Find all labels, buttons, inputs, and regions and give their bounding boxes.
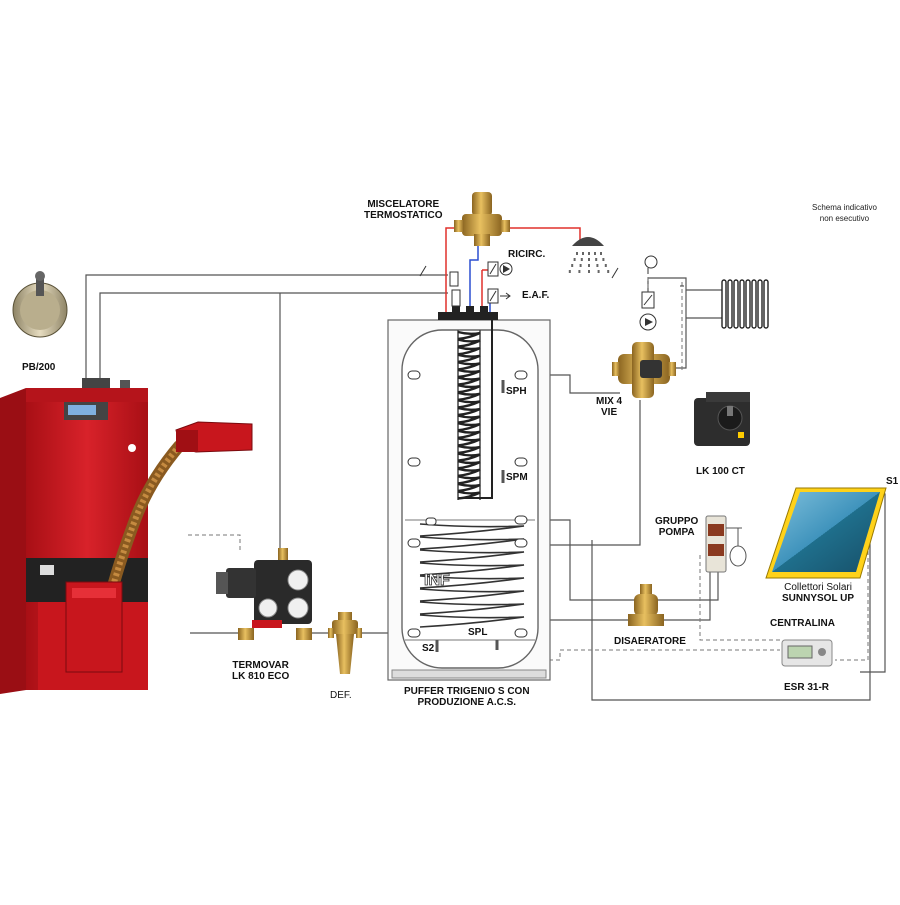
solar-coil-turn	[419, 601, 525, 615]
coil-turn	[457, 346, 481, 356]
s2-label: S2	[422, 643, 435, 654]
shower-drop	[588, 252, 590, 255]
recirc-group	[487, 261, 513, 304]
coil-turn	[457, 467, 481, 477]
radiator-icon	[721, 279, 769, 329]
pb200-label: PB/200	[22, 362, 56, 373]
acs-lines	[445, 227, 581, 315]
valve-icon	[612, 342, 676, 398]
ricirc-label: RICIRC.	[508, 249, 546, 260]
sph-label: SPH	[506, 386, 527, 397]
solar-coil-turn	[419, 562, 525, 576]
miscelatore-label: MISCELATORE TERMOSTATICO	[364, 199, 443, 221]
puffer-label: PUFFER TRIGENIO S CON PRODUZIONE A.C.S.	[404, 686, 530, 708]
esr-label: ESR 31-R	[784, 682, 830, 693]
coil-turn	[457, 406, 481, 417]
inf-label: INF	[424, 572, 450, 589]
disaeratore-label: DISAERATORE	[614, 636, 686, 647]
spm-label: SPM	[506, 472, 528, 483]
shower-icon	[568, 237, 610, 273]
coil-turn	[457, 353, 481, 363]
disclaimer-note: Schema indicativo non esecutivo	[812, 203, 877, 223]
radiator-fin	[733, 279, 739, 329]
shower-drop	[602, 258, 605, 261]
coil-turn	[457, 482, 481, 493]
shower-drop	[595, 258, 598, 261]
coil-turn	[457, 452, 481, 462]
pellet-burner-icon	[65, 421, 253, 673]
coil-turn	[457, 414, 481, 424]
shower-drop	[588, 270, 590, 273]
air-separator-icon	[628, 584, 664, 626]
shower-drop	[607, 270, 610, 273]
coil-turn	[457, 338, 481, 348]
controller-icon	[781, 639, 833, 667]
solar-coil-turn	[419, 549, 525, 563]
acs-coil	[457, 320, 493, 500]
shower-drop	[588, 264, 590, 267]
coil-turn	[457, 368, 481, 379]
coil-turn	[457, 475, 481, 485]
coil-turn	[457, 460, 481, 470]
radiator-fin	[721, 279, 727, 329]
gruppo-pompa-label: GRUPPO POMPA	[655, 516, 699, 538]
solar-coil-turn	[419, 614, 525, 628]
shower-drop	[578, 270, 581, 273]
actuator-icon	[694, 392, 750, 446]
termovar-label: TERMOVAR LK 810 ECO	[232, 660, 290, 682]
spl-label: SPL	[468, 627, 488, 638]
coil-turn	[457, 429, 481, 439]
coil-turn	[457, 384, 481, 394]
shower-drop	[600, 252, 602, 255]
def-label: DEF.	[330, 690, 352, 701]
solar-coil-turn	[419, 588, 525, 602]
radiator-fin	[763, 279, 769, 329]
shower-drop	[571, 264, 574, 267]
radiator-fin	[727, 279, 733, 329]
coil-turn	[457, 330, 481, 341]
shower-drop	[568, 270, 571, 273]
shower-drop	[580, 258, 583, 261]
shower-drop	[582, 252, 584, 255]
shower-drop	[579, 264, 582, 267]
radiator-fin	[757, 279, 763, 329]
solar-collector-icon	[765, 487, 887, 579]
eaf-label: E.A.F.	[522, 290, 550, 301]
radiator-fin	[751, 279, 757, 329]
coil-turn	[457, 391, 481, 401]
radiator-fin	[745, 279, 751, 329]
shower-drop	[596, 264, 599, 267]
shower-drop	[597, 270, 600, 273]
puffer-tank-icon	[387, 289, 551, 681]
coil-turn	[457, 399, 481, 409]
damper-icon	[12, 271, 68, 338]
mix-label: MIX 4 VIE	[596, 396, 623, 418]
shower-drop	[576, 252, 578, 255]
solar-coil-turn	[419, 523, 525, 537]
coil-turn	[457, 444, 481, 455]
coil-turn	[457, 422, 481, 432]
coil-turn	[457, 361, 481, 371]
centralina-label: CENTRALINA	[770, 618, 835, 629]
thermometer-icon	[419, 265, 684, 287]
termovar-pump-icon	[216, 548, 312, 640]
thermostatic-mixer-icon	[454, 192, 510, 246]
collettori-label: Collettori Solari SUNNYSOL UP	[782, 582, 855, 604]
solar-coil-turn	[419, 575, 525, 589]
solar-pump-group-icon	[705, 515, 747, 573]
s1-label: S1	[886, 476, 899, 487]
shower-drop	[604, 264, 607, 267]
radiator-fin	[739, 279, 745, 329]
coil-turn	[457, 437, 481, 447]
shower-drop	[594, 252, 596, 255]
shower-drop	[573, 258, 576, 261]
lk100-label: LK 100 CT	[696, 466, 745, 477]
filter-icon	[328, 612, 362, 674]
pump-icon	[639, 255, 658, 331]
shower-drop	[588, 258, 590, 261]
coil-turn	[457, 376, 481, 386]
